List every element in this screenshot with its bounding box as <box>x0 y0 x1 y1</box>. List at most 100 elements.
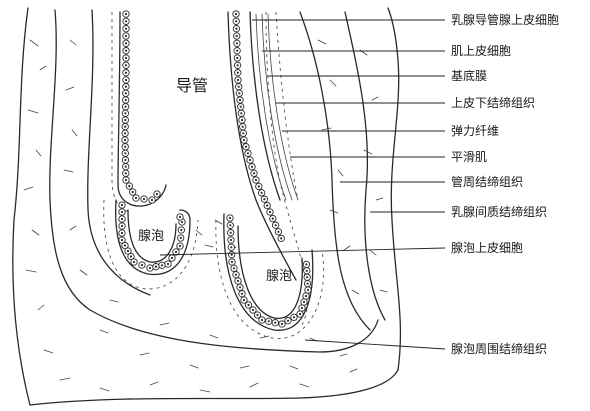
cell-nucleus <box>125 28 127 30</box>
leader-line-8 <box>160 248 445 255</box>
cell-nucleus <box>132 191 134 193</box>
label-subepithelial-connective-tissue: 上皮下结缔组织 <box>451 95 535 110</box>
cell-nucleus <box>125 79 127 81</box>
cell-nucleus <box>143 198 145 200</box>
cell-nucleus <box>239 286 241 288</box>
cell-nucleus <box>305 263 307 265</box>
cell-nucleus <box>307 283 309 285</box>
cell-nucleus <box>247 152 249 154</box>
cell-nucleus <box>235 20 237 22</box>
label-acinar-epithelial-cell: 腺泡上皮细胞 <box>451 241 523 255</box>
cell-nucleus <box>156 193 158 195</box>
cell-nucleus <box>247 304 249 306</box>
alveolus-right-label: 腺泡 <box>266 269 292 284</box>
cell-nucleus <box>124 112 126 114</box>
cell-nucleus <box>272 218 274 220</box>
cell-nucleus <box>307 289 309 291</box>
cell-nucleus <box>306 270 308 272</box>
cell-nucleus <box>124 152 126 154</box>
cell-nucleus <box>280 237 282 239</box>
cell-nucleus <box>235 13 237 15</box>
cell-nucleus <box>236 35 238 37</box>
cell-nucleus <box>263 198 265 200</box>
cell-nucleus <box>125 20 127 22</box>
cell-nucleus <box>124 126 126 128</box>
cell-nucleus <box>125 64 127 66</box>
cell-nucleus <box>236 42 238 44</box>
cell-nucleus <box>125 57 127 59</box>
cell-nucleus <box>236 50 238 52</box>
cell-nucleus <box>125 72 127 74</box>
cell-nucleus <box>230 246 232 248</box>
cell-nucleus <box>230 232 232 234</box>
cell-nucleus <box>236 57 238 59</box>
cell-nucleus <box>253 172 255 174</box>
cell-nucleus <box>175 251 177 253</box>
cell-nucleus <box>125 166 127 168</box>
outer-tissue-outline <box>13 8 401 405</box>
cell-nucleus <box>125 86 127 88</box>
cell-nucleus <box>121 239 123 241</box>
cell-nucleus <box>124 119 126 121</box>
cell-nucleus <box>125 50 127 52</box>
cell-nucleus <box>245 146 247 148</box>
cell-nucleus <box>240 112 242 114</box>
cell-nucleus <box>130 255 132 257</box>
cell-nucleus <box>233 267 235 269</box>
cell-nucleus <box>121 232 123 234</box>
cell-nucleus <box>249 159 251 161</box>
cell-nucleus <box>151 199 153 201</box>
cell-nucleus <box>266 205 268 207</box>
external-labels: 乳腺导管腺上皮细胞 肌上皮细胞 基底膜 上皮下结缔组织 弹力纤维 平滑肌 管周结… <box>451 12 559 356</box>
cell-nucleus <box>301 307 303 309</box>
cell-nucleus <box>125 179 127 181</box>
cell-nucleus <box>121 225 123 227</box>
cell-nucleus <box>179 245 181 247</box>
cell-nucleus <box>240 106 242 108</box>
cell-nucleus <box>135 197 137 199</box>
alveolus-left-label: 腺泡 <box>138 229 164 244</box>
cell-nucleus <box>149 267 151 269</box>
label-periductal-connective-tissue: 管周结缔组织 <box>451 174 523 189</box>
cell-nucleus <box>180 229 182 231</box>
cell-nucleus <box>287 320 289 322</box>
cell-nucleus <box>125 35 127 37</box>
cell-nucleus <box>121 204 123 206</box>
cell-nucleus <box>306 276 308 278</box>
cell-nucleus <box>125 42 127 44</box>
cell-nucleus <box>274 322 276 324</box>
cell-nucleus <box>127 250 129 252</box>
cell-nucleus <box>181 221 183 223</box>
cell-nucleus <box>258 185 260 187</box>
cell-nucleus <box>125 92 127 94</box>
cell-nucleus <box>238 86 240 88</box>
cell-nucleus <box>125 172 127 174</box>
cell-nucleus <box>243 299 245 301</box>
cell-nucleus <box>261 192 263 194</box>
label-basement-membrane: 基底膜 <box>451 68 487 83</box>
cell-nucleus <box>125 106 127 108</box>
cell-nucleus <box>124 244 126 246</box>
cell-nucleus <box>237 64 239 66</box>
cell-nucleus <box>293 316 295 318</box>
cell-nucleus <box>235 274 237 276</box>
label-smooth-muscle: 平滑肌 <box>451 150 487 164</box>
label-myoepithelial-cell: 肌上皮细胞 <box>451 44 511 58</box>
cell-nucleus <box>231 254 233 256</box>
cell-nucleus <box>128 185 130 187</box>
cell-nucleus <box>275 224 277 226</box>
cell-nucleus <box>124 132 126 134</box>
leader-line-9 <box>305 340 445 349</box>
label-elastic-fiber: 弹力纤维 <box>451 124 499 138</box>
duct-label: 导管 <box>176 76 208 95</box>
cell-nucleus <box>252 309 254 311</box>
cell-nucleus <box>133 261 135 263</box>
cell-nucleus <box>242 126 244 128</box>
cell-nucleus <box>179 216 181 218</box>
cell-nucleus <box>281 323 283 325</box>
cell-nucleus <box>305 295 307 297</box>
cell-nucleus <box>239 99 241 101</box>
cell-nucleus <box>124 159 126 161</box>
cell-nucleus <box>167 263 169 265</box>
